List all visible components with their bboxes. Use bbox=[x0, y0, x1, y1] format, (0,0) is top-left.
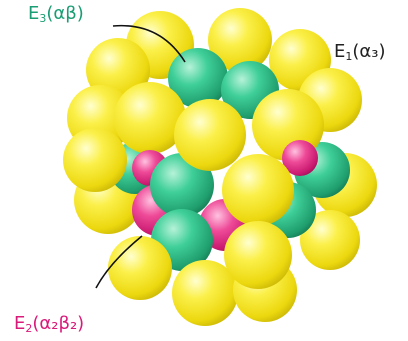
e2-leader-line bbox=[95, 235, 143, 289]
e2-label-index: 2 bbox=[25, 322, 33, 335]
e3-leader-line bbox=[112, 24, 186, 63]
e3-label-symbol: E bbox=[28, 3, 40, 24]
e3-label-composition: (αβ) bbox=[46, 3, 84, 24]
e1-subunit-sphere bbox=[108, 236, 172, 300]
e3-subunit-sphere bbox=[168, 48, 228, 108]
e3-subunit-sphere bbox=[150, 153, 214, 217]
e2-subunit-sphere bbox=[282, 140, 318, 176]
e1-subunit-sphere bbox=[222, 154, 294, 226]
e1-label-index: 1 bbox=[345, 50, 353, 63]
e2-label-composition: (α₂β₂) bbox=[32, 313, 85, 334]
front-layer bbox=[108, 99, 297, 326]
e1-subunit-sphere bbox=[63, 128, 127, 192]
e1-subunit-sphere bbox=[172, 260, 238, 326]
e1-subunit-sphere bbox=[114, 82, 186, 154]
e1-label-symbol: E bbox=[334, 41, 346, 62]
e1-subunit-sphere bbox=[208, 8, 272, 72]
e1-subunit-sphere bbox=[174, 99, 246, 171]
e3-label: E3(αβ) bbox=[28, 4, 84, 29]
e2-label-symbol: E bbox=[14, 313, 26, 334]
e3-label-index: 3 bbox=[39, 12, 47, 25]
e2-label: E2(α₂β₂) bbox=[14, 314, 84, 339]
e1-subunit-sphere bbox=[224, 221, 292, 289]
e1-label: E1(α₃) bbox=[334, 42, 386, 67]
e1-label-composition: (α₃) bbox=[352, 41, 386, 62]
e1-subunit-sphere bbox=[300, 210, 360, 270]
